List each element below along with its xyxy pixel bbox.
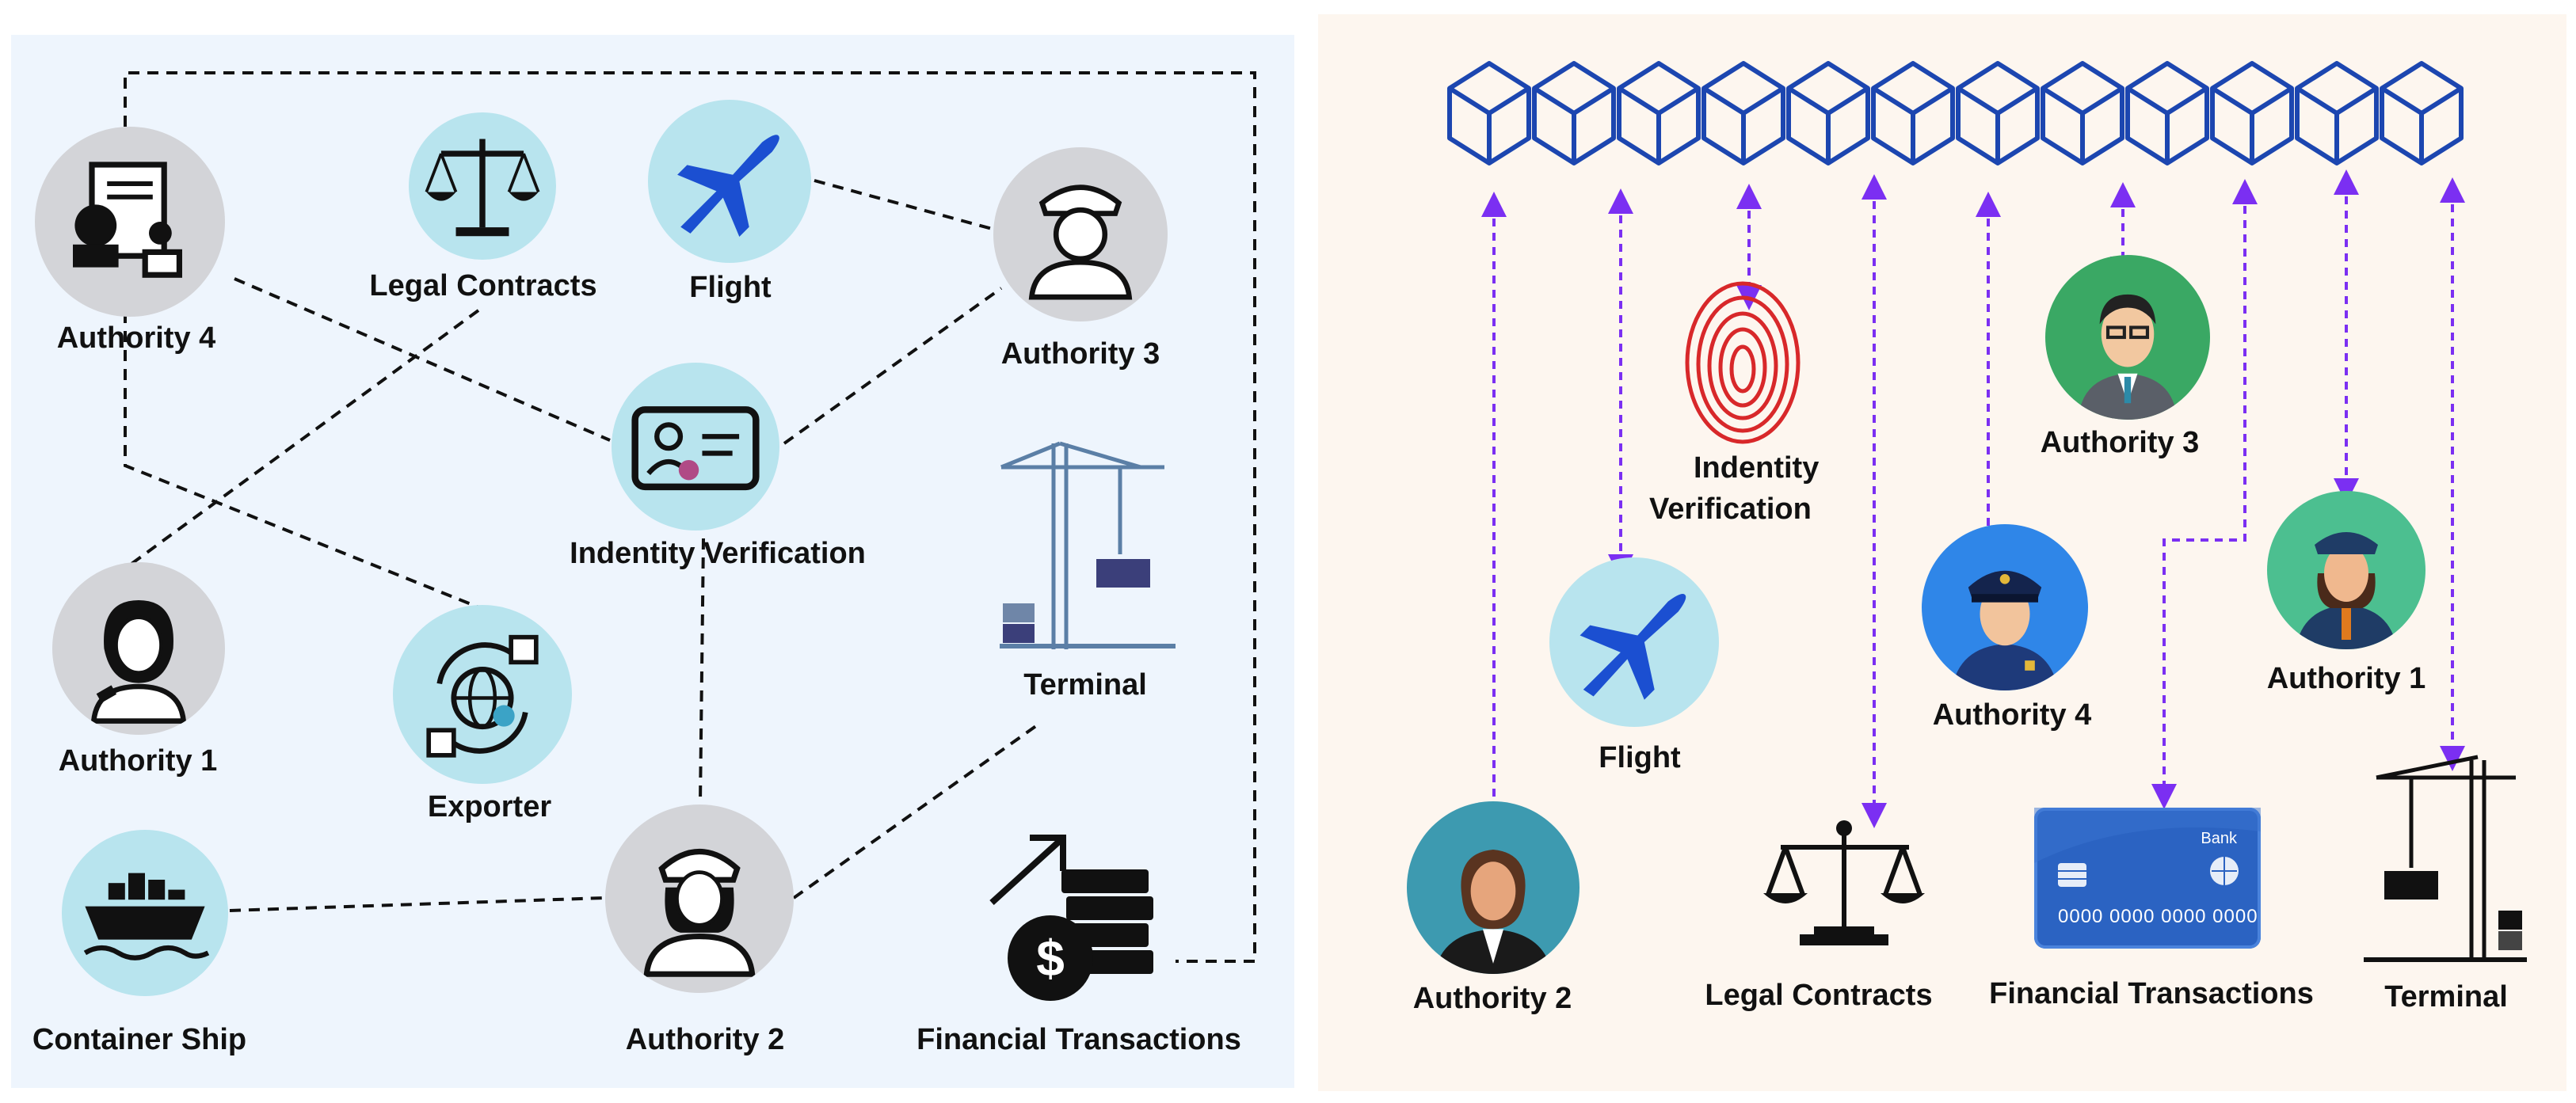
link-identity-authority2 [699,538,705,804]
authority1-label-right: Authority 1 [2266,662,2426,695]
block-cube-8 [2041,61,2124,165]
identity-verification-node[interactable] [612,363,779,531]
woman-officer-avatar-icon [2296,532,2397,649]
arrow-financial [2151,179,2258,809]
authority2-label-right: Authority 2 [1412,982,1572,1015]
bank-card: Bank 0000 0000 0000 0000 [2034,808,2261,949]
link-ship-authority2 [229,896,604,912]
block-cube-6 [1871,61,1955,165]
authority3-label-right: Authority 3 [2040,426,2200,459]
terminal-label: Terminal [1023,668,1147,702]
financial-transactions-label-right: Financial Transactions [1989,977,2314,1010]
block-cube-5 [1786,61,1870,165]
flight-label: Flight [689,271,772,304]
judge-woman-icon [90,599,187,724]
authority3-label: Authority 3 [1000,337,1160,371]
card-graphics [2034,808,2261,887]
block-cube-4 [1701,61,1785,165]
authority4-label: Authority 4 [56,321,216,355]
container-ship-node[interactable] [62,830,228,996]
block-cube-11 [2295,61,2379,165]
scales-icon [425,139,540,237]
authority4-avatar[interactable] [1922,524,2088,690]
financial-transactions-label: Financial Transactions [916,1023,1241,1056]
identity-verification-label-line2: Verification [1649,493,1812,526]
link-authority4-exporter [124,274,486,611]
block-cube-9 [2125,61,2209,165]
officer-woman-icon [643,849,756,977]
exporter-label: Exporter [427,790,552,823]
policeman-avatar-icon [1951,570,2059,690]
officer-icon [1028,184,1133,300]
authority1-node[interactable] [52,562,225,735]
authority1-avatar[interactable] [2267,491,2425,649]
container-ship-icon [83,873,210,960]
legal-contracts-label: Legal Contracts [369,269,597,302]
identity-verification-label-line1: Indentity [1694,451,1820,485]
identity-verification-label: Indentity Verification [570,537,866,570]
authority2-label: Authority 2 [625,1023,785,1056]
flight-node[interactable] [648,100,811,263]
legal-contracts-label-right: Legal Contracts [1705,979,1933,1012]
globe-export-icon [426,634,539,758]
authority1-label: Authority 1 [58,744,218,778]
block-cube-12 [2380,61,2464,165]
airplane-icon-right [1580,594,1686,700]
man-glasses-avatar-icon [2078,294,2178,420]
legal-contracts-node[interactable] [409,112,556,260]
authority4-node[interactable] [35,127,225,317]
card-bank-label: Bank [2201,830,2237,847]
authority4-label-right: Authority 4 [1932,698,2092,732]
woman-lawyer-avatar-icon [1434,850,1553,974]
authority2-node[interactable] [605,804,794,993]
flight-avatar[interactable] [1549,557,1719,727]
svg-text:$: $ [1036,930,1065,987]
terminal-label-right: Terminal [2384,980,2508,1014]
block-cube-10 [2210,61,2294,165]
link-authority4-financial-loop [124,71,1256,963]
card-number: 0000 0000 0000 0000 [2058,906,2258,927]
airplane-icon [677,135,779,238]
authority2-avatar[interactable] [1407,801,1580,974]
block-cube-7 [1956,61,2040,165]
link-legal-authority1 [130,309,480,565]
link-identity-authority3 [783,287,1003,445]
link-flight-authority3 [814,179,996,231]
flight-label-right: Flight [1599,741,1681,774]
exporter-node[interactable] [393,605,572,784]
authority3-avatar[interactable] [2045,255,2210,420]
block-cube-1 [1447,61,1531,165]
block-cube-3 [1617,61,1701,165]
notary-stamp-icon [73,162,182,278]
link-authority2-terminal [792,722,1041,900]
block-cube-2 [1532,61,1616,165]
id-card-icon [631,406,760,491]
authority3-node[interactable] [993,147,1168,321]
container-ship-label: Container Ship [32,1023,247,1056]
